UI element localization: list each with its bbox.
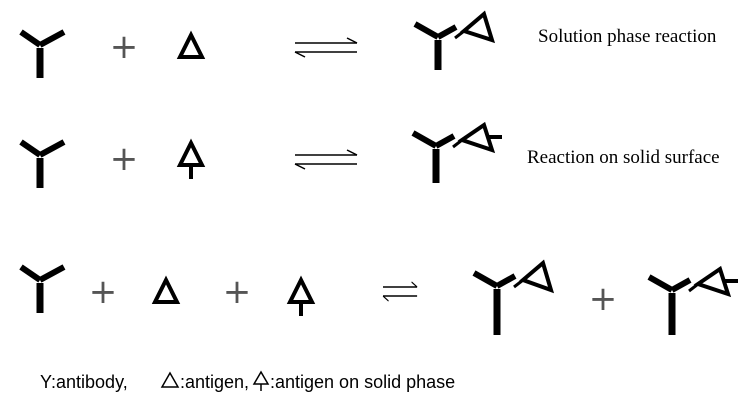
antibody-antigen-complex	[472, 259, 555, 335]
plus-sign: +	[89, 272, 118, 312]
antibody-solid-antigen-complex	[411, 121, 502, 183]
legend-antibody: Y:antibody,	[40, 372, 128, 392]
equilibrium-arrows	[294, 149, 358, 170]
antibody-solid-antigen-complex	[647, 265, 738, 335]
reaction-row-solid: + Reaction on solid surface	[21, 121, 720, 188]
antigen-icon	[153, 278, 179, 304]
reaction-label-solution: Solution phase reaction	[538, 26, 717, 47]
solid-antigen-icon	[178, 141, 204, 181]
antigen-icon	[178, 33, 204, 59]
legend-solid-phase: :antigen on solid phase	[270, 372, 455, 392]
plus-sign: +	[110, 27, 139, 67]
plus-sign: +	[110, 139, 139, 179]
antibody-icon	[21, 142, 64, 188]
reaction-row-solution: + Solution phase reaction	[21, 10, 717, 78]
antibody-antigen-complex	[413, 10, 496, 70]
equilibrium-arrows	[382, 281, 418, 302]
antibody-icon	[21, 267, 64, 313]
antigen-legend-icon	[160, 371, 180, 388]
reaction-row-competitive: + + +	[21, 259, 738, 335]
plus-sign: +	[589, 279, 618, 319]
antibody-icon	[21, 32, 64, 78]
legend-antigen: :antigen,	[180, 372, 249, 392]
plus-sign: +	[223, 272, 252, 312]
solid-antigen-legend-icon	[252, 370, 270, 385]
solid-antigen-icon	[288, 278, 314, 318]
reaction-label-solid: Reaction on solid surface	[527, 147, 720, 168]
equilibrium-arrows	[294, 37, 358, 58]
legend: Y:antibody, :antigen, :antigen on solid …	[40, 370, 455, 392]
